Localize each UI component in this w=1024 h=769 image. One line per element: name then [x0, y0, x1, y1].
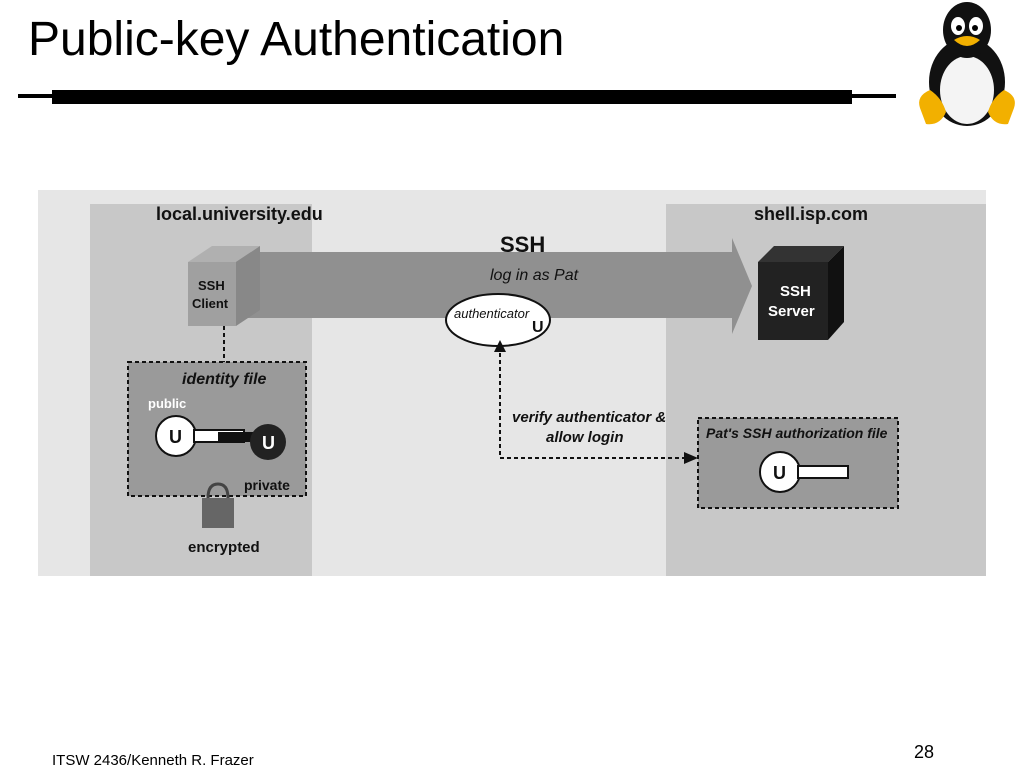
ssh-client-cube [188, 246, 260, 326]
encrypted-label: encrypted [188, 539, 260, 556]
ssh-server-cube [758, 246, 844, 340]
client-box-line1: SSH [198, 278, 225, 293]
server-box-line1: SSH [780, 283, 811, 300]
protocol-label: SSH [500, 232, 545, 257]
title-underline-thick [52, 90, 852, 104]
verify-line1: verify authenticator & [512, 409, 666, 426]
public-label: public [148, 396, 186, 411]
login-caption: log in as Pat [490, 267, 579, 284]
authenticator-label: authenticator [454, 306, 530, 321]
identity-file-label: identity file [182, 371, 267, 388]
authorization-file-label: Pat's SSH authorization file [706, 425, 888, 441]
verify-line2: allow login [546, 429, 624, 446]
private-key-letter: U [262, 433, 275, 453]
server-host-label: shell.isp.com [754, 204, 868, 224]
authenticator-letter: U [532, 319, 544, 336]
server-box-line2: Server [768, 303, 815, 320]
client-host-label: local.university.edu [156, 204, 323, 224]
slide-title: Public-key Authentication [28, 13, 565, 66]
private-label: private [244, 477, 290, 493]
private-key-icon [218, 424, 286, 460]
public-key-letter: U [169, 427, 182, 447]
penguin-logo-icon [919, 2, 1015, 126]
verify-arrowhead-up [494, 340, 506, 352]
client-box-line2: Client [192, 296, 229, 311]
authorized-key-letter: U [773, 463, 786, 483]
footer-author: ITSW 2436/Kenneth R. Frazer [52, 752, 254, 769]
ssh-public-key-diagram: local.university.edu shell.isp.com SSH l… [38, 190, 986, 576]
padlock-icon [202, 482, 234, 528]
verify-arrowhead-right [684, 452, 698, 464]
authorized-public-key-icon [759, 451, 849, 493]
verify-caption-bg [508, 402, 666, 448]
ssh-arrow [234, 238, 752, 334]
page-number: 28 [914, 742, 935, 762]
